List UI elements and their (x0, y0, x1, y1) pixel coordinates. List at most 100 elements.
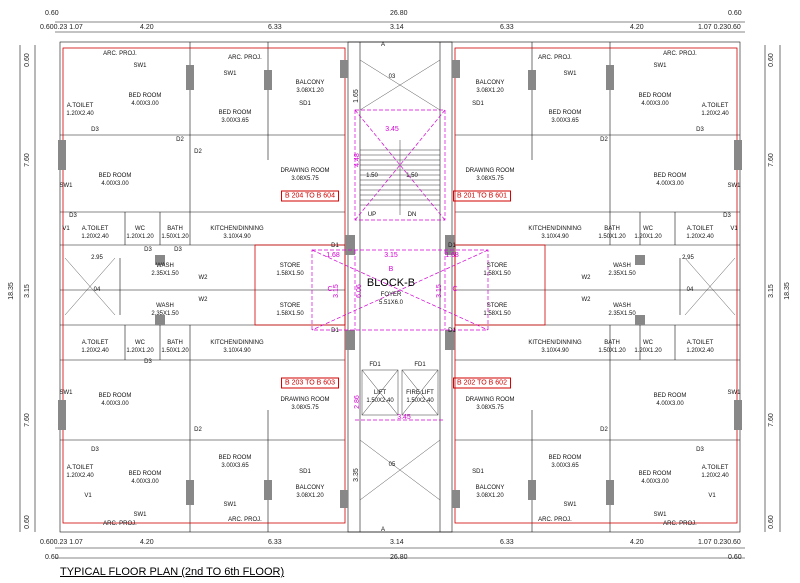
lift-label: LIFT (373, 390, 387, 396)
lift-size: 1.50X2.40 (366, 398, 394, 404)
room-wc-tr-size: 1.20X1.20 (634, 234, 662, 240)
pink-168-l: 1.68 (326, 252, 340, 259)
stair-dn: DN (407, 212, 417, 218)
arc-proj-tl2: ARC. PROJ. (228, 55, 262, 61)
dim-295-r: 2.95 (682, 255, 694, 261)
room-bed-tl2-size: 3.00X3.65 (221, 118, 249, 124)
dim-right-top: 0.60 (728, 10, 742, 17)
room-toilet-tl-size: 1.20X2.40 (66, 111, 94, 117)
room-bed-br1: BED ROOM (638, 471, 672, 477)
foyer-label: FOYER (380, 292, 402, 298)
dim-633-bottom-left: 6.33 (268, 539, 282, 546)
tag-sd1-tr: SD1 (472, 101, 484, 107)
arc-proj-br2: ARC. PROJ. (538, 517, 572, 523)
tag-d2-br: D2 (600, 427, 608, 433)
dim-760-lb: 7.60 (24, 413, 31, 427)
pink-c-l: C (327, 286, 333, 293)
room-store-tl: STORE (279, 263, 301, 269)
room-bed-bl3-size: 4.00X3.00 (101, 401, 129, 407)
dim-107-bottom: 1.07 0.230.60 (698, 539, 741, 546)
room-toilet-br2-size: 1.20X2.40 (701, 473, 729, 479)
tag-d3-bl: D3 (144, 359, 152, 365)
room-balcony-br-size: 3.08X1.20 (476, 493, 504, 499)
room-balcony-tl: BALCONY (295, 80, 325, 86)
shaft-04-l: 04 (93, 287, 101, 293)
room-toilet-tr2-size: 1.20X2.40 (686, 234, 714, 240)
tag-sw1-br: SW1 (727, 390, 741, 396)
room-kitchen-tr-size: 3.10X4.90 (541, 234, 569, 240)
dim-314-top: 3.14 (390, 24, 404, 31)
pink-345-top: 3.45 (385, 126, 399, 133)
tag-d2-tl2: D2 (194, 149, 202, 155)
tag-d3-bl2: D3 (91, 447, 99, 453)
room-wash-br-size: 2.35X1.50 (608, 311, 636, 317)
room-balcony-br: BALCONY (475, 485, 505, 491)
room-wash-tl-size: 2.35X1.50 (151, 271, 179, 277)
room-drawing-tl: DRAWING ROOM (280, 168, 330, 174)
room-bed-br2-size: 3.00X3.65 (551, 463, 579, 469)
dim-295-l: 2.95 (91, 255, 103, 261)
room-bath-tl-size: 1.50X1.20 (161, 234, 189, 240)
room-bed-bl1-size: 4.00X3.00 (131, 479, 159, 485)
pink-b: B (388, 266, 394, 273)
tag-sw1-tl: SW1 (133, 63, 147, 69)
tag-sw1-tl2: SW1 (223, 71, 237, 77)
tag-w2-tr: W2 (581, 275, 591, 281)
pink-315-top: 3.15 (384, 252, 398, 259)
tag-sw1-bl: SW1 (59, 390, 73, 396)
tag-d1-br: D1 (448, 328, 456, 334)
room-toilet-br2: A.TOILET (701, 465, 729, 471)
room-toilet-br: A.TOILET (686, 340, 714, 346)
tag-v1-tr: V1 (730, 226, 738, 232)
room-bed-tl1-size: 4.00X3.00 (131, 101, 159, 107)
room-wc-tl-size: 1.20X1.20 (126, 234, 154, 240)
dim-060-rb: 0.60 (768, 515, 775, 529)
tag-w2-br: W2 (581, 297, 591, 303)
room-bath-br: BATH (604, 340, 620, 346)
room-toilet-br-size: 1.20X2.40 (686, 348, 714, 354)
unit-label-br: B 202 TO B 602 (453, 377, 511, 389)
room-kitchen-bl: KITCHEN/DINNING (210, 340, 264, 346)
room-wc-tl: WC (135, 226, 145, 232)
section-a-bottom: A (380, 527, 386, 533)
fire-lift-label: FIRE LIFT (406, 390, 434, 396)
room-toilet-tr-size: 1.20X2.40 (701, 111, 729, 117)
room-bath-bl: BATH (167, 340, 183, 346)
room-bath-tr-size: 1.50X1.20 (598, 234, 626, 240)
room-wc-bl-size: 1.20X1.20 (126, 348, 154, 354)
room-toilet-bl: A.TOILET (81, 340, 109, 346)
room-balcony-tr-size: 3.08X1.20 (476, 88, 504, 94)
room-store-tr: STORE (486, 263, 508, 269)
room-bath-tl: BATH (167, 226, 183, 232)
tag-w2-bl: W2 (198, 297, 208, 303)
unit-label-tr: B 201 TO B 601 (453, 190, 511, 202)
tag-sd1-br: SD1 (472, 469, 484, 475)
door-fd1-l: FD1 (369, 362, 381, 368)
room-toilet-bl-size: 1.20X2.40 (81, 348, 109, 354)
pink-168-r: 1.68 (445, 252, 459, 259)
tag-d1-tr: D1 (448, 243, 456, 249)
room-wash-bl-size: 2.35X1.50 (151, 311, 179, 317)
dim-165: 1.65 (353, 89, 360, 103)
pink-315-r: 3.15 (436, 284, 443, 298)
room-kitchen-tr: KITCHEN/DINNING (528, 226, 582, 232)
room-bath-br-size: 1.50X1.20 (598, 348, 626, 354)
dim-314-bottom: 3.14 (390, 539, 404, 546)
room-wc-br: WC (643, 340, 653, 346)
dim-420-bottom-right: 4.20 (630, 539, 644, 546)
dim-total-right: 18.35 (784, 282, 791, 300)
arc-proj-bl: ARC. PROJ. (103, 521, 137, 527)
tag-d1-bl: D1 (331, 328, 339, 334)
dim-420-top-left: 4.20 (140, 24, 154, 31)
dim-060-lt: 0.60 (24, 53, 31, 67)
room-bed-tr1-size: 4.00X3.00 (641, 101, 669, 107)
tag-sw1-bl2: SW1 (133, 512, 147, 518)
tag-d2-bl: D2 (194, 427, 202, 433)
stair-150-l: 1.50 (366, 173, 378, 179)
tag-d3-tl4: D3 (174, 247, 182, 253)
room-drawing-tr: DRAWING ROOM (465, 168, 515, 174)
tag-d3-tl3: D3 (144, 247, 152, 253)
dim-420-top-right: 4.20 (630, 24, 644, 31)
room-drawing-br-size: 3.08X5.75 (476, 405, 504, 411)
